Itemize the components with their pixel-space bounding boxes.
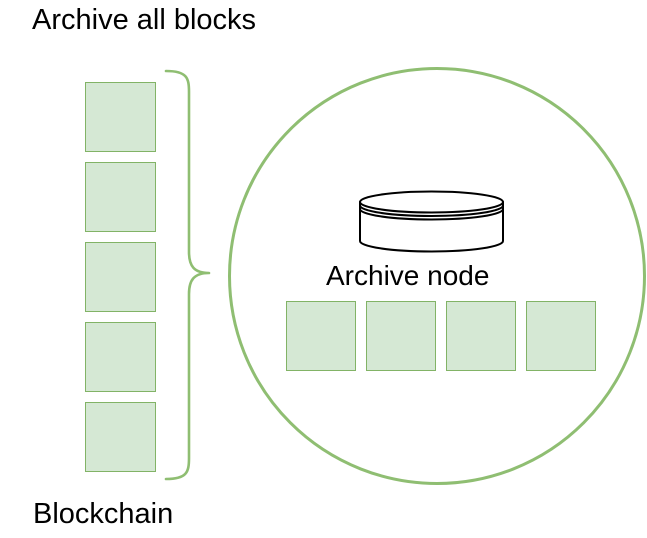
archive-block-square (446, 301, 516, 371)
archive-node-label: Archive node (326, 260, 490, 291)
blockchain-block-square (85, 322, 156, 392)
archive-blocks-row (286, 301, 596, 371)
blockchain-column (85, 82, 156, 472)
blockchain-block-square (85, 162, 156, 232)
archive-block-square (286, 301, 356, 371)
blockchain-block-square (85, 82, 156, 152)
archive-block-square (526, 301, 596, 371)
blockchain-label: Blockchain (33, 498, 174, 530)
curly-brace-icon (164, 69, 211, 481)
blockchain-block-square (85, 402, 156, 472)
page-title: Archive all blocks (32, 4, 257, 36)
database-cylinder-icon (359, 190, 504, 253)
archive-block-square (366, 301, 436, 371)
blockchain-block-square (85, 242, 156, 312)
archive-node-circle (228, 67, 646, 485)
